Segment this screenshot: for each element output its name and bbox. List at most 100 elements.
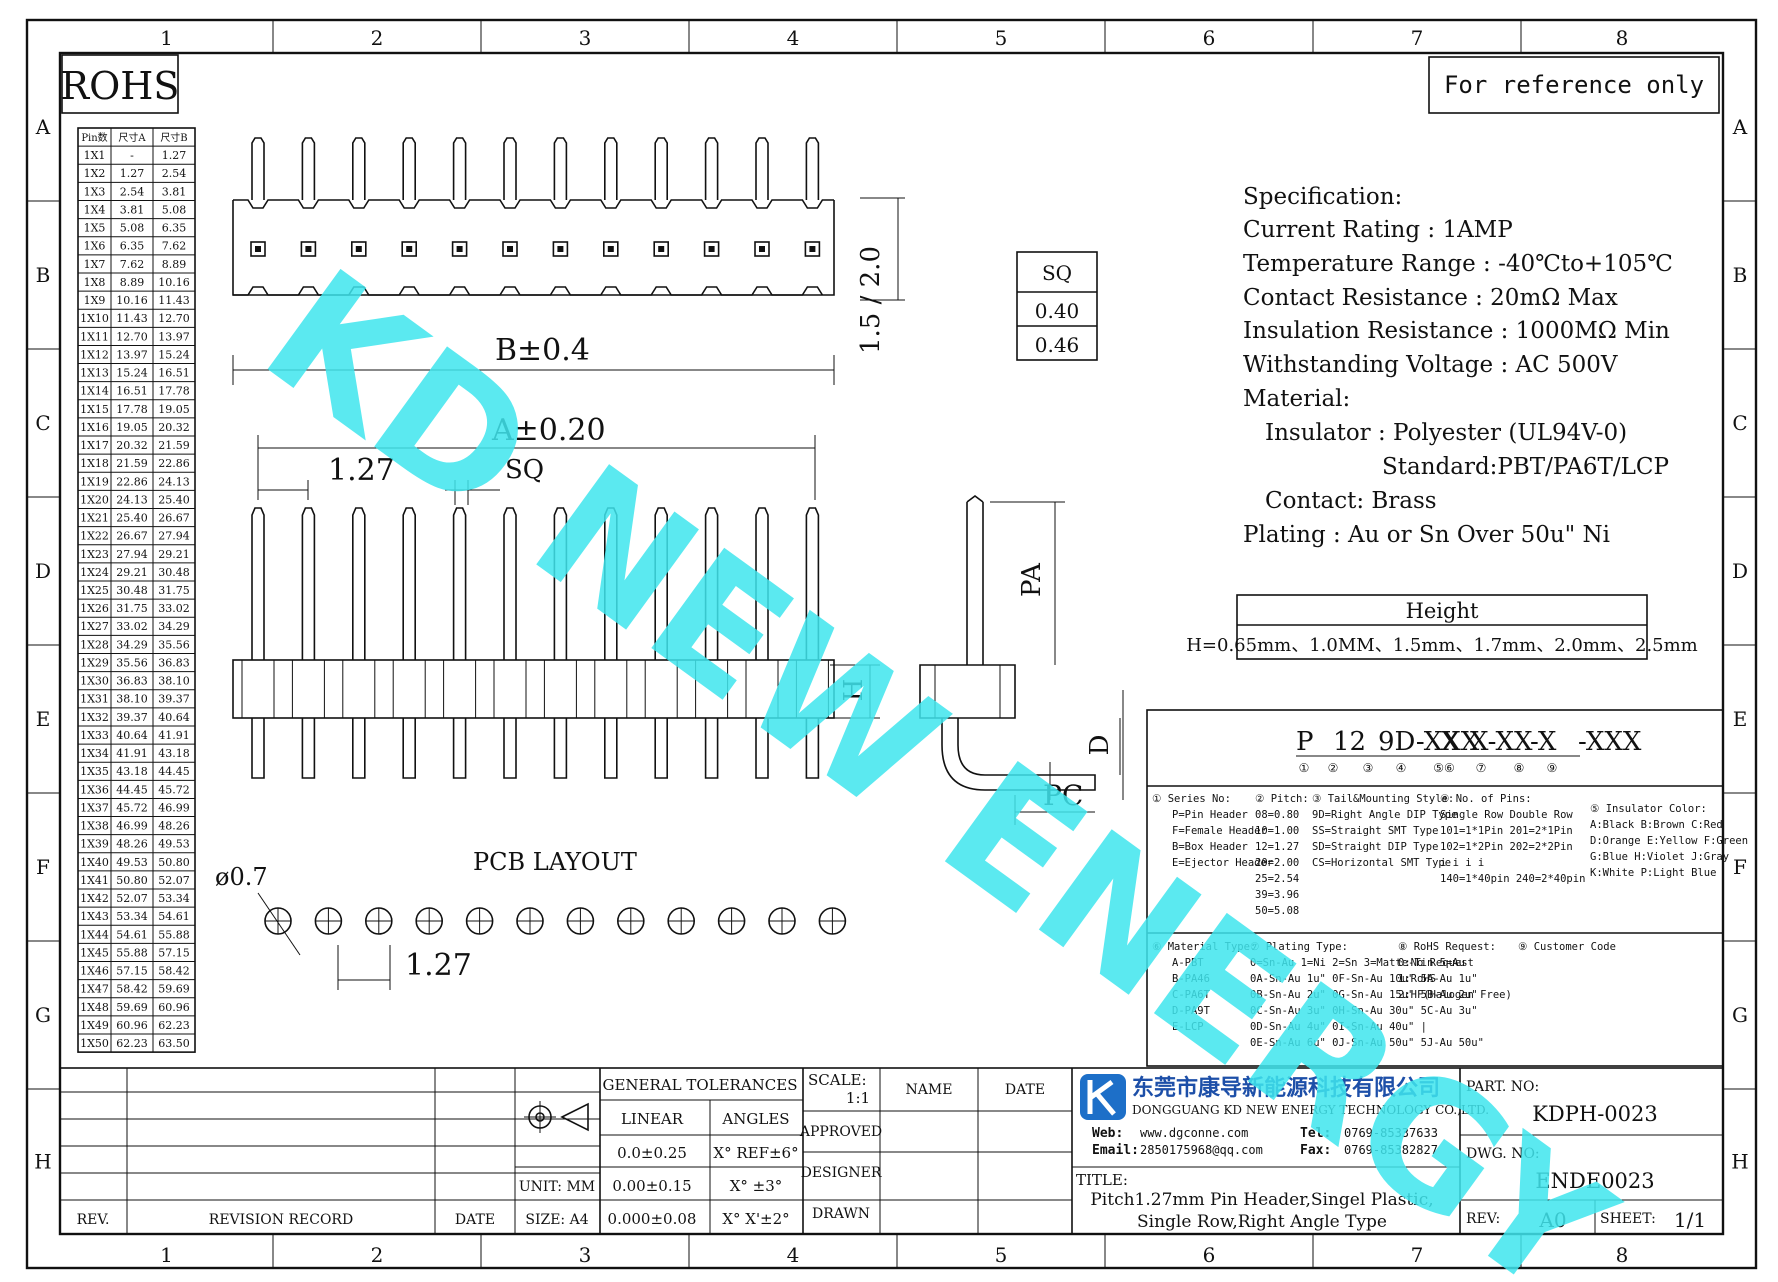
part-code-segment: P bbox=[1296, 727, 1314, 757]
pin-table-cell: 1X24 bbox=[80, 566, 109, 579]
legend-material-line: E-LCP bbox=[1172, 1021, 1204, 1033]
pin-table-cell: 1X2 bbox=[84, 167, 106, 180]
pin-table-cell: 1X13 bbox=[80, 367, 109, 380]
legend-material-line: C-PA6T bbox=[1172, 989, 1211, 1001]
legend-series-line: F=Female Header bbox=[1172, 825, 1267, 837]
pin-table-cell: 1X32 bbox=[80, 711, 109, 724]
projection-symbol-icon bbox=[524, 1101, 589, 1133]
pin-table-cell: 1X27 bbox=[80, 620, 109, 633]
pin-table-cell: 1X36 bbox=[80, 783, 109, 796]
pin-table-cell: 44.45 bbox=[158, 765, 190, 778]
sq-value-2: 0.46 bbox=[1035, 333, 1080, 357]
pin-table-cell: 1X40 bbox=[80, 856, 109, 869]
pin-table-cell: 33.02 bbox=[158, 602, 190, 615]
tel-value: 0769-85337633 bbox=[1344, 1126, 1438, 1140]
legend-pins-line: i i i i bbox=[1440, 857, 1484, 869]
height-table: Height H=0.65mm、1.0MM、1.5mm、1.7mm、2.0mm、… bbox=[1186, 594, 1698, 660]
pin-table-cell: 1X50 bbox=[80, 1037, 109, 1050]
pin-table-cell: 39.37 bbox=[158, 693, 190, 706]
general-tolerances: GENERAL TOLERANCES bbox=[602, 1076, 797, 1094]
pin-table-cell: 62.23 bbox=[116, 1037, 148, 1050]
pin-table-cell: 12.70 bbox=[158, 312, 190, 325]
company-logo-icon bbox=[1080, 1074, 1126, 1120]
height-header: Height bbox=[1406, 599, 1479, 623]
frame-column-label-top: 6 bbox=[1203, 26, 1216, 50]
dim-sq: SQ bbox=[505, 455, 544, 485]
pin-table-cell: 1X37 bbox=[80, 801, 109, 814]
legend-rohs-line: 1:RoHS bbox=[1398, 973, 1436, 985]
sq-value-1: 0.40 bbox=[1035, 299, 1080, 323]
pin-table-cell: 21.59 bbox=[158, 439, 190, 452]
pin-table-cell: 22.86 bbox=[116, 475, 148, 488]
pin-table-cell: 1X1 bbox=[84, 149, 106, 162]
pin-table-cell: 46.99 bbox=[158, 801, 190, 814]
designer-label: DESIGNER bbox=[801, 1165, 882, 1181]
pin-table-cell: 11.43 bbox=[116, 312, 148, 325]
frame-column-label-bottom: 3 bbox=[579, 1243, 592, 1267]
legend-color-line: ⑤ Insulator Color: bbox=[1590, 803, 1707, 815]
email-label: Email: bbox=[1092, 1143, 1139, 1158]
rohs-label: ROHS bbox=[61, 64, 180, 108]
legend-color-line: D:Orange E:Yellow F:Green bbox=[1590, 835, 1748, 847]
size-label: SIZE: A4 bbox=[525, 1212, 588, 1228]
angle-tol-3: X° X'±2° bbox=[722, 1210, 789, 1228]
pin-table-cell: 1X22 bbox=[80, 530, 109, 543]
spec-title: Specification: bbox=[1243, 184, 1402, 210]
legend-color-line: K:White P:Light Blue bbox=[1590, 867, 1716, 879]
pin-table-cell: 52.07 bbox=[158, 874, 190, 887]
pin-table-cell: 25.40 bbox=[116, 512, 148, 525]
pin-table-cell: 36.83 bbox=[158, 656, 190, 669]
frame-row-label-right: E bbox=[1733, 707, 1748, 731]
part-code-segment: 12 bbox=[1333, 727, 1366, 757]
pcb-layout-holes bbox=[264, 907, 847, 935]
pin-table-cell: 30.48 bbox=[116, 584, 148, 597]
pin-table-cell: 44.45 bbox=[116, 783, 148, 796]
scale-value: 1:1 bbox=[846, 1089, 870, 1107]
part-code-box bbox=[1146, 709, 1724, 1067]
legend-series-line: P=Pin Header bbox=[1172, 809, 1248, 821]
frame-column-label-bottom: 7 bbox=[1411, 1243, 1424, 1267]
spec-standard: Standard:PBT/PA6T/LCP bbox=[1382, 454, 1669, 480]
frame-column-label-bottom: 1 bbox=[160, 1243, 173, 1267]
pin-table-cell: 43.18 bbox=[158, 747, 190, 760]
legend-plating-line: 0=Sn-Au 1=Ni 2=Sn 3=Matte-Tin 5=Au bbox=[1250, 957, 1465, 969]
pin-table-cell: 17.78 bbox=[116, 403, 148, 416]
part-code-segment: X-XX bbox=[1470, 727, 1533, 757]
reference-box bbox=[1428, 56, 1720, 114]
part-code-segment: -XXX bbox=[1578, 727, 1642, 757]
spec-current: Current Rating : 1AMP bbox=[1243, 217, 1513, 243]
unit-label: UNIT: MM bbox=[519, 1179, 595, 1195]
sheet-value: 1/1 bbox=[1674, 1208, 1706, 1232]
legend-tail-line: SD=Straight DIP Type bbox=[1312, 841, 1438, 853]
pin-table-cell: 13.97 bbox=[116, 348, 148, 361]
front-view-drawing bbox=[232, 507, 835, 779]
pin-table-cell: 63.50 bbox=[158, 1037, 190, 1050]
pin-table-cell: 16.51 bbox=[116, 385, 148, 398]
pin-table-cell: 1X3 bbox=[84, 185, 106, 198]
rev-label: REV: bbox=[1466, 1211, 1500, 1227]
legend-customer-line: ⑨ Customer Code bbox=[1518, 941, 1616, 953]
pin-table-cell: 5.08 bbox=[120, 222, 145, 235]
pin-table-cell: 24.13 bbox=[116, 493, 148, 506]
pin-table-cell: 26.67 bbox=[158, 512, 190, 525]
pin-table-cell: 62.23 bbox=[158, 1019, 190, 1032]
frame-column-label-top: 7 bbox=[1411, 26, 1424, 50]
legend-series-line: B=Box Header bbox=[1172, 841, 1248, 853]
spec-contact-resistance: Contact Resistance : 20mΩ Max bbox=[1243, 285, 1618, 311]
pin-table-cell: 1X8 bbox=[84, 276, 106, 289]
spec-plating: Plating : Au or Sn Over 50u" Ni bbox=[1243, 522, 1610, 548]
approved-label: APPROVED bbox=[799, 1124, 882, 1140]
rev-value: A0 bbox=[1538, 1208, 1566, 1232]
dwg-no-value: ENDE0023 bbox=[1535, 1169, 1654, 1193]
legend-plating-line: 0A-Sn-Au 1u" 0F-Sn-Au 10u" 5A-Au 1u" bbox=[1250, 973, 1478, 985]
pin-table-cell: 24.13 bbox=[158, 475, 190, 488]
pin-table-cell: 6.35 bbox=[162, 222, 187, 235]
part-code-marker: ⑤⑥ bbox=[1433, 761, 1455, 775]
pin-table-cell: 1X6 bbox=[84, 240, 106, 253]
part-code-marker: ① bbox=[1299, 761, 1310, 775]
dim-pc: PC bbox=[1043, 779, 1083, 812]
legend-series-line: ① Series No: bbox=[1152, 793, 1231, 805]
rohs-box bbox=[61, 54, 179, 114]
